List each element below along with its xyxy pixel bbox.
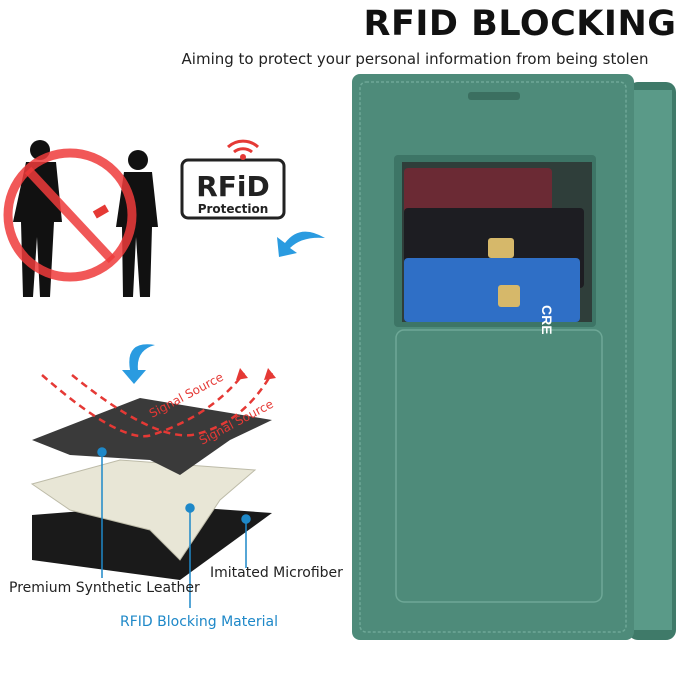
layer-rfid-mesh bbox=[30, 459, 257, 561]
layer-label-microfiber: Imitated Microfiber bbox=[210, 565, 343, 581]
prohibited-icon bbox=[3, 148, 137, 282]
layer-label-rfid: RFID Blocking Material bbox=[120, 614, 278, 630]
badge-line1: RFiD bbox=[196, 170, 270, 203]
layer-leather bbox=[32, 398, 272, 475]
curved-arrow-icon bbox=[122, 344, 155, 384]
page-subtitle: Aiming to protect your personal informat… bbox=[181, 50, 649, 68]
badge-line2: Protection bbox=[198, 202, 269, 216]
layer-label-leather: Premium Synthetic Leather bbox=[9, 580, 200, 596]
rfid-protection-badge: RFiD Protection bbox=[180, 139, 286, 220]
svg-text:CRE: CRE bbox=[539, 305, 555, 335]
credit-card-blue: CRE bbox=[404, 258, 580, 335]
callout-lines bbox=[97, 447, 251, 608]
curved-arrow-icon bbox=[277, 231, 325, 257]
wallet-case: CRE bbox=[352, 74, 676, 640]
page-title: RFID BLOCKING bbox=[363, 4, 677, 44]
signal-paths bbox=[41, 372, 274, 438]
layer-microfiber bbox=[32, 505, 272, 580]
